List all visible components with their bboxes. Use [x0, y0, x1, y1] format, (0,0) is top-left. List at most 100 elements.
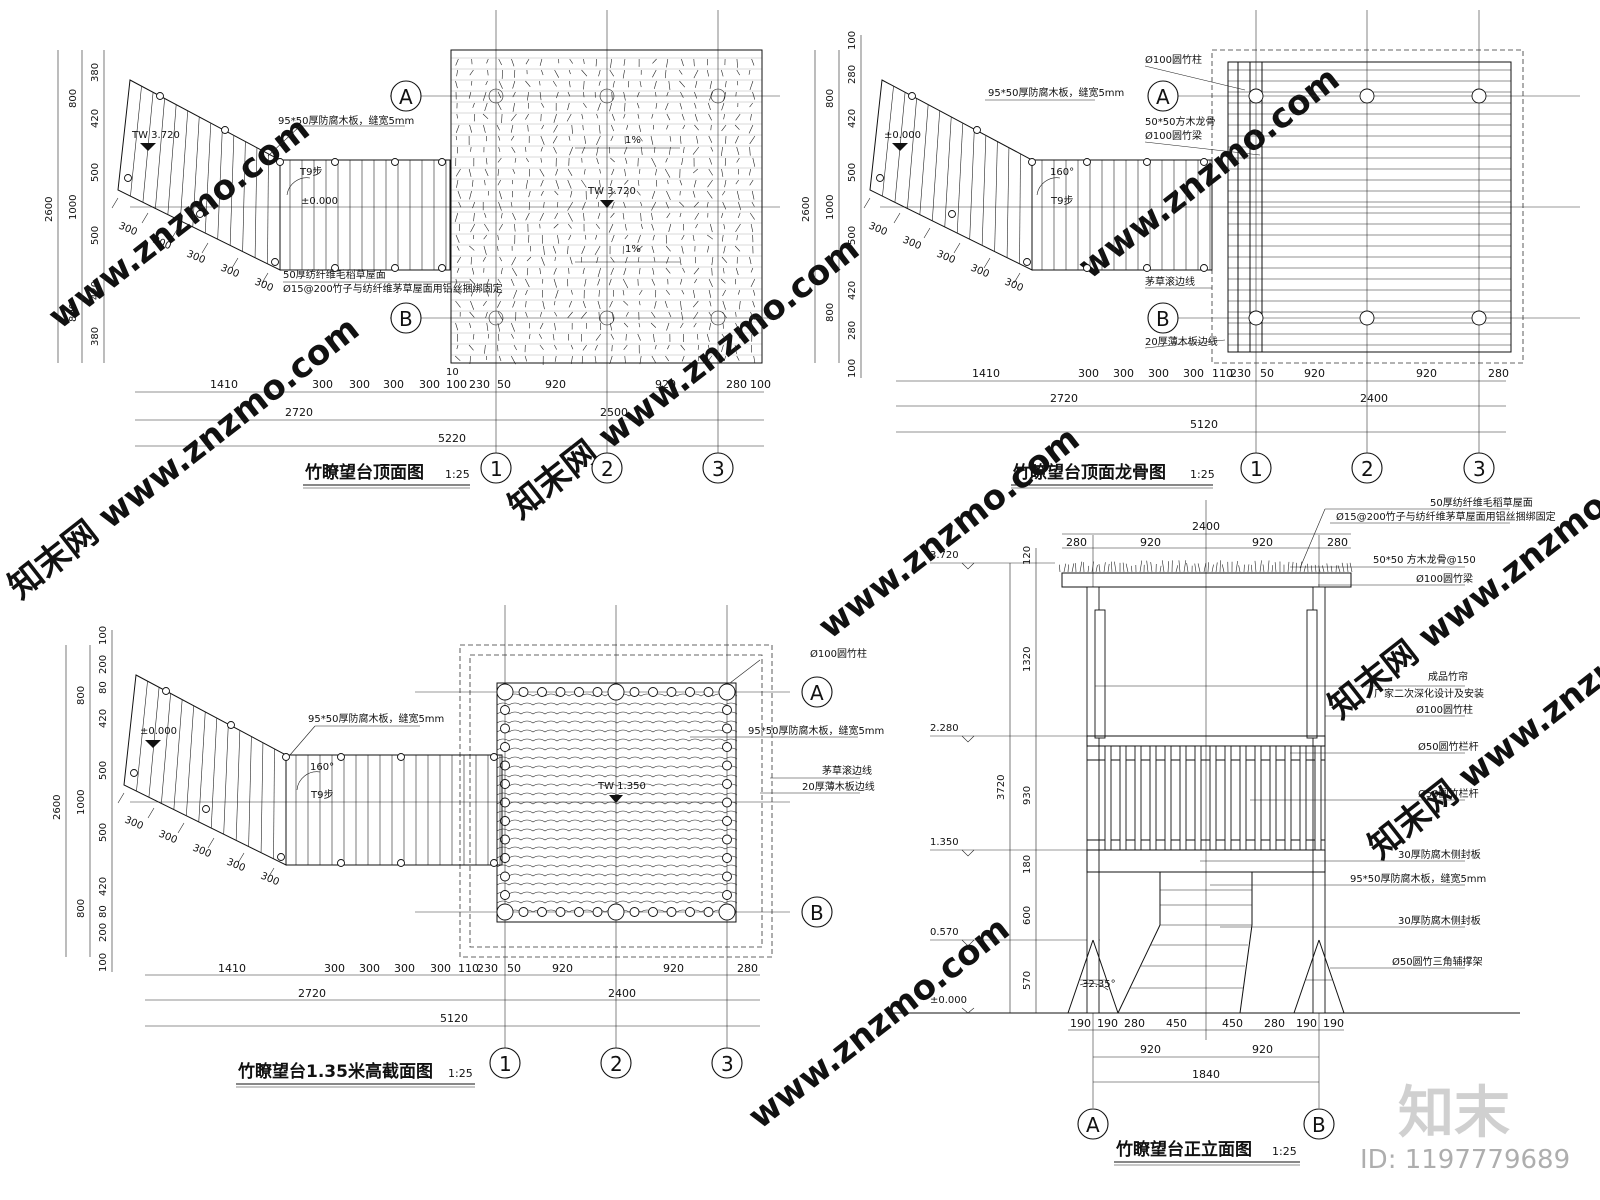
grid-marker-b: B — [390, 302, 422, 334]
svg-text:100: 100 — [98, 626, 109, 645]
svg-text:30厚防腐木侧封板: 30厚防腐木侧封板 — [1398, 848, 1481, 861]
grid-marker-a: A — [801, 676, 833, 708]
grid-marker-1: 1 — [480, 452, 512, 484]
section-plan-1-35: TW 1.350 Ø100圆竹柱 95*50厚防腐木板，缝宽5mm 95*50厚… — [52, 605, 884, 1088]
svg-text:200: 200 — [98, 655, 109, 674]
svg-text:300: 300 — [185, 249, 207, 267]
svg-text:280: 280 — [737, 962, 758, 975]
svg-text:±0.000: ±0.000 — [930, 995, 967, 1006]
svg-text:300: 300 — [359, 962, 380, 975]
svg-text:280: 280 — [1124, 1017, 1145, 1030]
svg-text:50: 50 — [507, 962, 521, 975]
svg-text:300: 300 — [901, 235, 923, 253]
grid-marker-1: 1 — [489, 1047, 521, 1079]
svg-text:800: 800 — [68, 89, 79, 108]
grid-marker-a: A — [1077, 1108, 1109, 1140]
grid-marker-3: 3 — [1463, 452, 1495, 484]
svg-text:380: 380 — [90, 63, 101, 82]
thatch-roof — [1059, 560, 1353, 573]
level-label: TW 3.720 — [587, 186, 636, 197]
svg-text:800: 800 — [68, 303, 79, 322]
grid-marker-2: 2 — [600, 1047, 632, 1079]
elevation-annotations: 50厚纺纤维毛稻草屋面 Ø15@200竹子与纺纤维茅草屋面用铝丝捆绑固定 50*… — [1336, 496, 1556, 968]
svg-text:竹瞭望台顶面龙骨图: 竹瞭望台顶面龙骨图 — [1012, 462, 1166, 483]
level-marker-icon — [145, 740, 161, 748]
svg-text:300: 300 — [349, 378, 370, 391]
svg-text:A: A — [1086, 1113, 1100, 1137]
svg-text:1: 1 — [490, 457, 503, 481]
level-marker-icon — [892, 143, 908, 151]
svg-text:Ø50圆竹栏杆: Ø50圆竹栏杆 — [1418, 787, 1479, 800]
svg-text:420: 420 — [98, 877, 109, 896]
svg-text:420: 420 — [90, 281, 101, 300]
svg-text:Ø100圆竹梁: Ø100圆竹梁 — [1416, 572, 1473, 585]
svg-text:280: 280 — [726, 378, 747, 391]
annotation: Ø15@200竹子与纺纤维茅草屋面用铝丝捆绑固定 — [283, 282, 503, 295]
svg-text:300: 300 — [123, 815, 145, 833]
svg-text:2600: 2600 — [52, 795, 63, 820]
step-label: T9步 — [310, 789, 333, 801]
stair-bridge — [117, 674, 503, 879]
dim-label: 10 — [446, 367, 459, 378]
level-marker-icon — [609, 795, 623, 803]
svg-text:0.570: 0.570 — [930, 927, 959, 938]
svg-text:1: 1 — [1250, 457, 1263, 481]
svg-text:竹瞭望台正立面图: 竹瞭望台正立面图 — [1115, 1139, 1252, 1160]
annotation: 95*50厚防腐木板，缝宽5mm — [748, 724, 884, 737]
svg-text:300: 300 — [1183, 367, 1204, 380]
svg-text:500: 500 — [90, 163, 101, 182]
svg-text:920: 920 — [1416, 367, 1437, 380]
grid-marker-b: B — [1303, 1108, 1335, 1140]
svg-text:420: 420 — [847, 109, 858, 128]
svg-text:200: 200 — [98, 923, 109, 942]
svg-text:230: 230 — [469, 378, 490, 391]
svg-text:95*50厚防腐木板，缝宽5mm: 95*50厚防腐木板，缝宽5mm — [1350, 872, 1486, 885]
svg-text:300: 300 — [259, 871, 281, 889]
svg-text:300: 300 — [969, 263, 991, 281]
svg-text:300: 300 — [225, 857, 247, 875]
deck-wave-pattern — [496, 693, 738, 913]
svg-text:230: 230 — [1230, 367, 1251, 380]
grid-marker-2: 2 — [1351, 452, 1383, 484]
svg-text:570: 570 — [1022, 971, 1033, 990]
svg-text:190: 190 — [1097, 1017, 1118, 1030]
svg-text:50*50 方木龙骨@150: 50*50 方木龙骨@150 — [1373, 553, 1476, 566]
svg-text:2600: 2600 — [44, 197, 55, 222]
elevation-stair — [1117, 872, 1253, 1014]
svg-text:920: 920 — [1140, 536, 1161, 549]
svg-text:920: 920 — [663, 962, 684, 975]
svg-text:30厚防腐木侧封板: 30厚防腐木侧封板 — [1398, 914, 1481, 927]
svg-text:2: 2 — [1361, 457, 1374, 481]
svg-text:500: 500 — [98, 761, 109, 780]
top-dimensions: 2400 280 920 920 280 — [1066, 520, 1348, 549]
dimension-row: 1410 300 300 300 300 110 230 50 920 920 … — [218, 962, 758, 1025]
svg-text:300: 300 — [1003, 277, 1025, 295]
svg-text:3: 3 — [721, 1052, 734, 1076]
svg-text:300: 300 — [117, 221, 139, 239]
level-marker-icon — [140, 143, 156, 151]
svg-text:230: 230 — [477, 962, 498, 975]
annotation: Ø100圆竹柱 — [1145, 53, 1202, 66]
svg-text:知末: 知末 — [1398, 1081, 1510, 1146]
svg-text:280: 280 — [1488, 367, 1509, 380]
svg-text:Ø100圆竹柱: Ø100圆竹柱 — [1416, 703, 1473, 716]
svg-text:100: 100 — [446, 378, 467, 391]
svg-text:Ø50圆竹三角辅撑架: Ø50圆竹三角辅撑架 — [1392, 955, 1483, 968]
svg-text:80: 80 — [98, 905, 109, 918]
svg-text:800: 800 — [825, 89, 836, 108]
svg-text:80: 80 — [98, 681, 109, 694]
svg-text:A: A — [810, 681, 824, 705]
svg-text:300: 300 — [383, 378, 404, 391]
angle-label: 160° — [310, 762, 334, 773]
svg-text:920: 920 — [552, 962, 573, 975]
svg-text:280: 280 — [1066, 536, 1087, 549]
svg-text:1.350: 1.350 — [930, 837, 959, 848]
svg-text:5120: 5120 — [440, 1012, 468, 1025]
svg-text:A: A — [1156, 85, 1170, 109]
svg-text:930: 930 — [1022, 786, 1033, 805]
svg-text:500: 500 — [847, 163, 858, 182]
svg-text:300: 300 — [430, 962, 451, 975]
grid-marker-b: B — [801, 896, 833, 928]
